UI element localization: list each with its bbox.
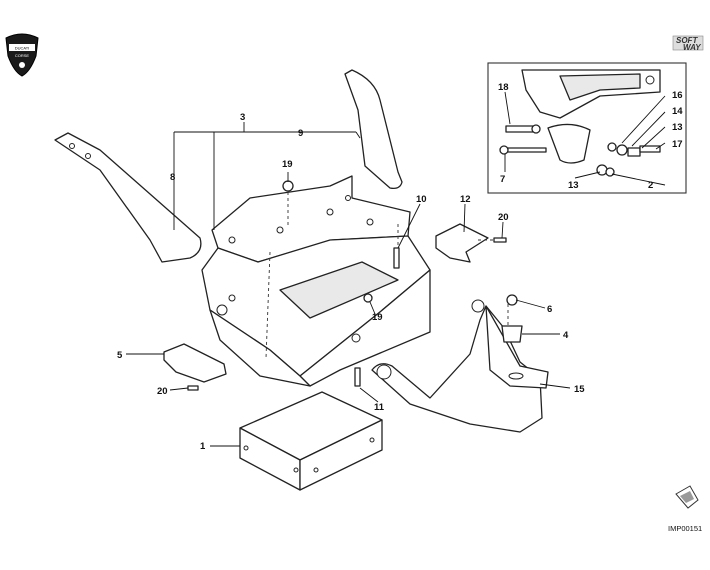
logo-text: DUCATI [15,46,30,51]
part-15-rear-bracket [371,299,549,433]
callout-8: 8 [170,172,175,183]
callout-20-lower: 20 [157,386,168,397]
callout-13-lower: 13 [568,180,579,191]
callout-7: 7 [500,174,505,185]
part-3-main-tray [201,175,431,387]
logo-subtext: CORSE [15,53,30,58]
detail-inset [487,62,687,194]
callout-19-lower: 19 [372,312,383,323]
part-4-grommet [501,325,523,343]
callout-4: 4 [563,330,569,341]
software-badge: SOFT WAY [672,35,704,52]
part-10-bolt [393,247,400,269]
callout-6: 6 [547,304,552,315]
callout-18: 18 [498,82,509,93]
ducati-shield-logo: DUCATI CORSE [5,33,39,77]
callout-19-upper: 19 [282,159,293,170]
callout-11: 11 [374,402,385,413]
part-5-clip [163,343,227,383]
callout-5: 5 [117,350,123,361]
callout-14: 14 [672,106,683,117]
software-badge-bottom: WAY [683,43,701,52]
part-11-bolt [354,367,361,387]
callout-15: 15 [574,384,585,395]
software-badge-top: SOFT [676,36,698,45]
diagram-reference-code: IMP00151 [668,524,702,533]
callout-17: 17 [672,139,683,150]
callout-9: 9 [298,128,303,139]
part-8-left-bracket [54,132,202,263]
callout-20-upper: 20 [498,212,509,223]
callout-3: 3 [240,112,245,123]
part-9-right-upright [344,69,403,190]
callout-labels: 1 2 3 4 5 6 7 8 9 10 11 12 13 13 14 15 1… [117,82,683,452]
next-page-arrow-icon[interactable] [675,485,699,509]
callout-10: 10 [416,194,427,205]
callout-2: 2 [648,180,653,191]
part-20-screw [493,237,507,243]
part-1-battery-box [239,391,383,491]
callout-1: 1 [200,441,206,452]
part-6-nut [506,294,518,306]
callout-12: 12 [460,194,471,205]
part-19-nut-top [282,180,294,192]
part-20-screw-lower [187,385,199,391]
part-19-nut-inner [363,293,373,303]
callout-16: 16 [672,90,683,101]
callout-13-upper: 13 [672,122,683,133]
part-12-clip [435,223,489,263]
